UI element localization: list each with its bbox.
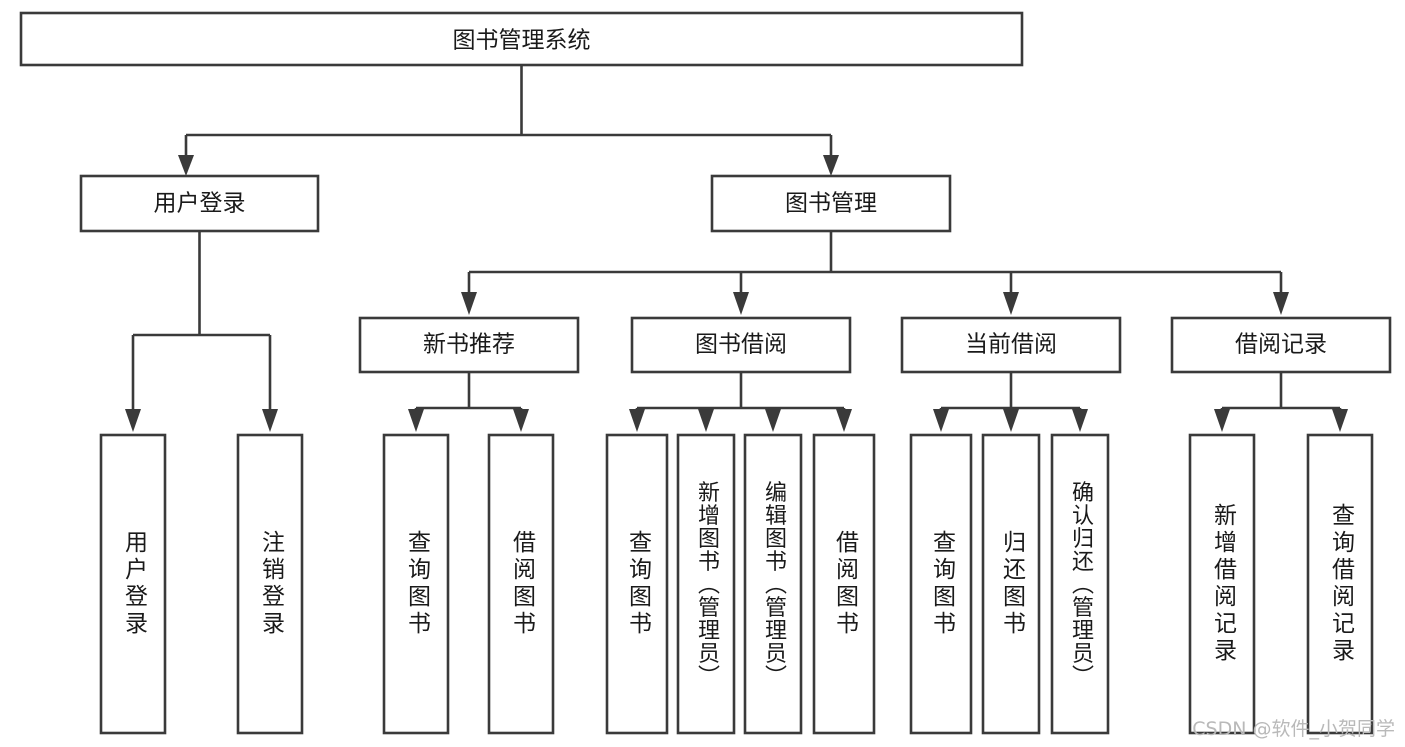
arrowhead-leaf-return-book xyxy=(1003,409,1019,432)
leaf-borrow-book-2-label: 借阅图书 xyxy=(832,530,860,638)
node-book-borrow-label: 图书借阅 xyxy=(695,332,787,358)
leaf-query-book-2[interactable]: 查询图书 xyxy=(605,433,669,735)
node-borrow-record-label: 借阅记录 xyxy=(1235,332,1327,358)
leaf-user-login-label: 用户登录 xyxy=(121,530,149,638)
arrowhead-book-manage xyxy=(823,155,839,176)
node-book-manage-box[interactable] xyxy=(710,174,952,233)
leaf-query-record-box[interactable] xyxy=(1306,433,1374,735)
node-borrow-record[interactable]: 借阅记录 xyxy=(1170,316,1392,374)
leaf-query-book-1-box[interactable] xyxy=(382,433,450,735)
arrowhead-new-book-rec xyxy=(461,292,477,315)
arrowhead-leaf-user-login xyxy=(125,409,141,432)
leaf-query-book-3[interactable]: 查询图书 xyxy=(909,433,973,735)
node-current-borrow-label: 当前借阅 xyxy=(965,332,1057,358)
leaf-add-book-box[interactable] xyxy=(676,433,736,735)
leaf-edit-book[interactable]: 编辑图书（管理员） xyxy=(743,433,803,735)
node-book-borrow[interactable]: 图书借阅 xyxy=(630,316,852,374)
leaf-add-record-box[interactable] xyxy=(1188,433,1256,735)
leaf-borrow-book-2-box[interactable] xyxy=(812,433,876,735)
leaf-query-book-3-box[interactable] xyxy=(909,433,973,735)
arrowhead-leaf-add-book xyxy=(698,409,714,432)
leaf-query-book-2-box[interactable] xyxy=(605,433,669,735)
leaf-add-record-label: 新增借阅记录 xyxy=(1210,503,1238,665)
arrowhead-leaf-confirm-return xyxy=(1072,409,1088,432)
arrowhead-leaf-query-record xyxy=(1332,409,1348,432)
leaf-edit-book-box[interactable] xyxy=(743,433,803,735)
node-new-book-rec-box[interactable] xyxy=(358,316,580,374)
node-borrow-record-box[interactable] xyxy=(1170,316,1392,374)
leaf-return-book[interactable]: 归还图书 xyxy=(981,433,1041,735)
arrowhead-book-borrow xyxy=(733,292,749,315)
leaf-logout[interactable]: 注销登录 xyxy=(236,433,304,735)
node-user-login-label: 用户登录 xyxy=(154,191,246,217)
node-root-box[interactable] xyxy=(19,11,1024,67)
node-current-borrow[interactable]: 当前借阅 xyxy=(900,316,1122,374)
node-new-book-rec-label: 新书推荐 xyxy=(423,332,515,358)
node-root-label: 图书管理系统 xyxy=(453,28,591,54)
arrowhead-leaf-borrow-book-1 xyxy=(513,409,529,432)
leaf-logout-box[interactable] xyxy=(236,433,304,735)
leaf-confirm-return-box[interactable] xyxy=(1050,433,1110,735)
leaf-borrow-book-1-label: 借阅图书 xyxy=(509,530,537,638)
leaf-query-record-label: 查询借阅记录 xyxy=(1328,503,1356,665)
arrowhead-leaf-query-book-1 xyxy=(408,409,424,432)
arrowhead-leaf-borrow-book-2 xyxy=(836,409,852,432)
leaf-query-book-1[interactable]: 查询图书 xyxy=(382,433,450,735)
node-book-manage-label: 图书管理 xyxy=(785,191,877,217)
arrowhead-borrow-record xyxy=(1273,292,1289,315)
node-current-borrow-box[interactable] xyxy=(900,316,1122,374)
arrowhead-leaf-query-book-3 xyxy=(933,409,949,432)
node-root[interactable]: 图书管理系统 xyxy=(19,11,1024,67)
arrowhead-leaf-query-book-2 xyxy=(629,409,645,432)
node-book-manage[interactable]: 图书管理 xyxy=(710,174,952,233)
leaf-user-login-box[interactable] xyxy=(99,433,167,735)
leaf-return-book-label: 归还图书 xyxy=(999,530,1027,638)
arrowhead-leaf-logout xyxy=(262,409,278,432)
leaf-borrow-book-2[interactable]: 借阅图书 xyxy=(812,433,876,735)
node-user-login[interactable]: 用户登录 xyxy=(79,174,320,233)
watermark-text: CSDN @软件_小贺同学 xyxy=(1192,718,1395,740)
leaf-edit-book-label: 编辑图书（管理员） xyxy=(761,481,787,688)
leaf-borrow-book-1[interactable]: 借阅图书 xyxy=(487,433,555,735)
arrowhead-user-login xyxy=(178,155,194,176)
leaf-return-book-box[interactable] xyxy=(981,433,1041,735)
leaf-query-record[interactable]: 查询借阅记录 xyxy=(1306,433,1374,735)
leaf-logout-label: 注销登录 xyxy=(258,530,286,638)
leaf-add-book-label: 新增图书（管理员） xyxy=(694,481,720,688)
leaf-add-book[interactable]: 新增图书（管理员） xyxy=(676,433,736,735)
leaf-query-book-2-label: 查询图书 xyxy=(625,530,653,638)
leaf-query-book-3-label: 查询图书 xyxy=(929,530,957,638)
arrowhead-leaf-add-record xyxy=(1214,409,1230,432)
node-user-login-box[interactable] xyxy=(79,174,320,233)
leaf-confirm-return[interactable]: 确认归还（管理员） xyxy=(1050,433,1110,735)
leaf-user-login[interactable]: 用户登录 xyxy=(99,433,167,735)
leaf-borrow-book-1-box[interactable] xyxy=(487,433,555,735)
leaf-confirm-return-label: 确认归还（管理员） xyxy=(1068,481,1094,688)
leaf-add-record[interactable]: 新增借阅记录 xyxy=(1188,433,1256,735)
node-book-borrow-box[interactable] xyxy=(630,316,852,374)
leaf-query-book-1-label: 查询图书 xyxy=(404,530,432,638)
connector-layer xyxy=(125,65,1348,432)
node-new-book-rec[interactable]: 新书推荐 xyxy=(358,316,580,374)
arrowhead-leaf-edit-book xyxy=(765,409,781,432)
arrowhead-current-borrow xyxy=(1003,292,1019,315)
